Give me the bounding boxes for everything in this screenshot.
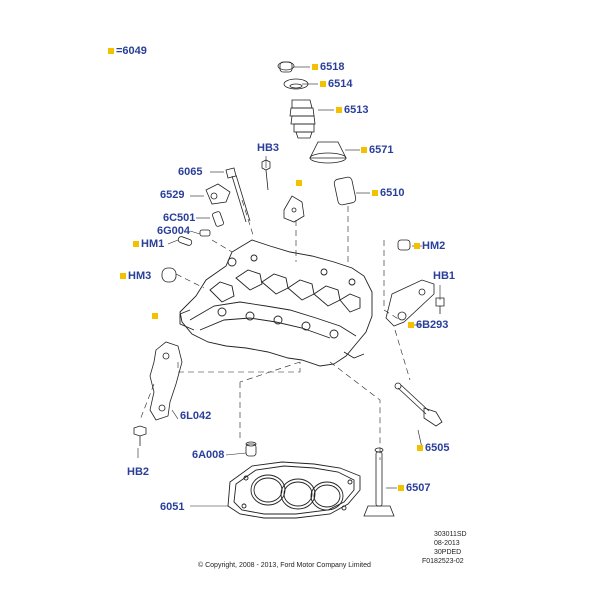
callout-HM2: HM2: [422, 240, 446, 252]
callout-6C501: 6C501: [163, 212, 196, 224]
callout-6529: 6529: [160, 189, 185, 201]
doc-figure: F0182523-02: [422, 558, 464, 565]
leader-lines: [137, 66, 441, 507]
callout-marker: [408, 322, 414, 328]
callout-6051: 6051: [160, 501, 185, 513]
callout-6507: 6507: [406, 482, 431, 494]
callout-6514: 6514: [328, 78, 353, 90]
legend-text: =6049: [116, 45, 147, 57]
callout-marker: [312, 64, 318, 70]
callout-marker: [361, 147, 367, 153]
doc-date: 08-2013: [434, 540, 460, 547]
callout-6518: 6518: [320, 61, 345, 73]
callout-marker: [296, 180, 302, 186]
callout-marker: [120, 273, 126, 279]
cylinder-head: [179, 239, 373, 367]
callout-6A008: 6A008: [192, 449, 225, 461]
head-gasket: [227, 461, 361, 519]
callout-marker: [133, 241, 139, 247]
callout-marker: [320, 81, 326, 87]
small-fasteners: [161, 159, 411, 283]
callout-marker: [372, 190, 378, 196]
callout-marker: [336, 107, 342, 113]
valve-spring-retainer-stack: [277, 61, 357, 206]
dowel-pin: [245, 441, 257, 457]
callout-marker: [414, 243, 420, 249]
callout-6505: 6505: [425, 442, 450, 454]
callout-marker: [398, 485, 404, 491]
doc-ref: 30PDED: [434, 549, 462, 556]
callout-HM1: HM1: [141, 238, 165, 250]
assembly-dash-lines: [139, 199, 411, 460]
callout-HB1: HB1: [433, 270, 456, 282]
callout-6510: 6510: [380, 187, 405, 199]
callout-6G004: 6G004: [157, 225, 191, 237]
rocker-arm: [385, 279, 445, 327]
exhaust-valve: [363, 447, 395, 517]
intake-valve: [394, 382, 443, 427]
callout-6B293: 6B293: [416, 319, 449, 331]
callout-HM3: HM3: [128, 270, 152, 282]
callout-6L042: 6L042: [180, 410, 212, 422]
callout-HB2: HB2: [127, 466, 150, 478]
callout-marker: [152, 313, 158, 319]
callout-marker: [417, 445, 423, 451]
callout-6571: 6571: [369, 144, 394, 156]
callout-HB3: HB3: [257, 142, 280, 154]
bracket: [133, 341, 183, 446]
legend-marker: [108, 48, 114, 54]
callout-6065: 6065: [178, 166, 203, 178]
doc-code: 303011SD: [434, 531, 467, 538]
copyright-text: © Copyright, 2008 - 2013, Ford Motor Com…: [198, 562, 371, 569]
callout-6513: 6513: [344, 104, 369, 116]
